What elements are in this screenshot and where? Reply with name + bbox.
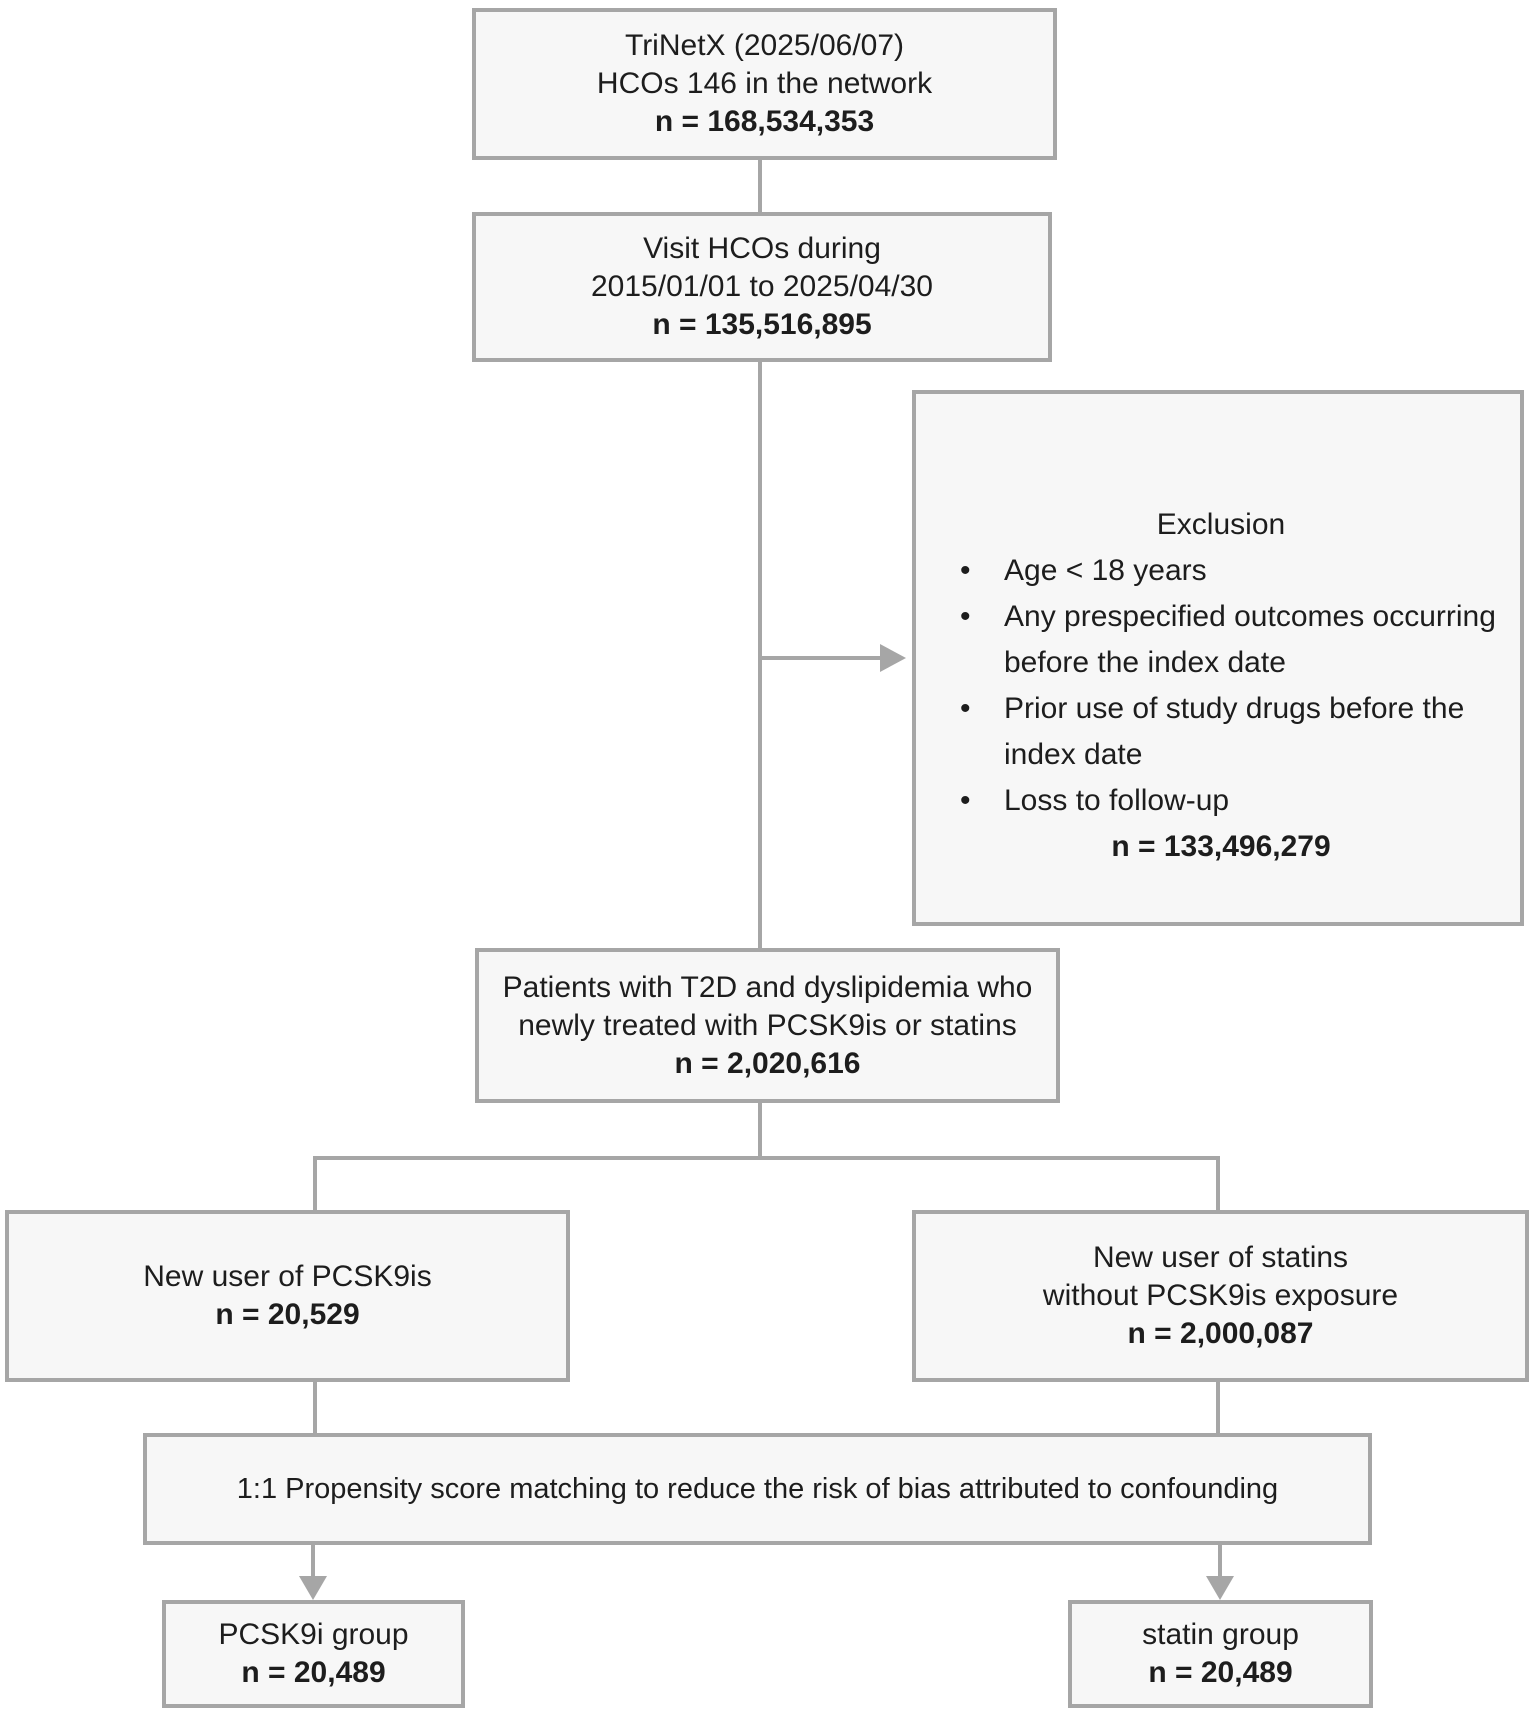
exclusion-title: Exclusion [1156,508,1286,541]
exclusion-item: Loss to follow-up [952,778,1506,824]
n-value: n = 2,000,087 [1127,1317,1314,1350]
box-line: 2015/01/01 to 2025/04/30 [591,270,933,303]
psm-box: 1:1 Propensity score matching to reduce … [143,1433,1372,1545]
box-line: Patients with T2D and dyslipidemia who [502,970,1033,1004]
statin-new-user-box: New user of statins without PCSK9is expo… [912,1210,1529,1382]
connector-statin-psm [1216,1382,1220,1433]
box-line: TriNetX (2025/06/07) [624,29,905,62]
connector-exclusion-stem [758,656,882,660]
n-value: n = 168,534,353 [654,105,875,138]
n-value: n = 2,020,616 [674,1046,861,1080]
box-line: newly treated with PCSK9is or statins [518,1008,1017,1042]
n-value: n = 20,489 [241,1656,386,1689]
t2d-box: Patients with T2D and dyslipidemia who n… [475,948,1060,1103]
pcsk9-group-box: PCSK9i group n = 20,489 [162,1600,465,1708]
box-line: 1:1 Propensity score matching to reduce … [236,1473,1279,1505]
connector-psm-statingroup [1218,1545,1222,1578]
exclusion-item: Age < 18 years [952,548,1506,594]
statin-group-box: statin group n = 20,489 [1068,1600,1373,1708]
connector-trinetx-visit [758,160,762,212]
arrowhead-pcsk9group-icon [299,1576,327,1600]
n-value: n = 20,489 [1148,1656,1293,1689]
connector-split-horizontal [313,1156,1220,1160]
exclusion-item: Prior use of study drugs before the inde… [952,686,1506,778]
box-line: HCOs 146 in the network [596,67,933,100]
connector-visit-t2d [758,362,762,948]
visit-box: Visit HCOs during 2015/01/01 to 2025/04/… [472,212,1052,362]
box-line: Visit HCOs during [643,232,881,265]
box-line: without PCSK9is exposure [1042,1279,1399,1312]
connector-pcsk9-psm [313,1382,317,1433]
n-value: n = 133,496,279 [1111,830,1331,863]
connector-split-right [1216,1156,1220,1210]
n-value: n = 135,516,895 [652,308,872,341]
arrowhead-exclusion-icon [880,644,906,672]
connector-split-left [313,1156,317,1210]
trinetx-box: TriNetX (2025/06/07) HCOs 146 in the net… [472,8,1057,160]
n-value: n = 20,529 [215,1298,360,1331]
pcsk9-new-user-box: New user of PCSK9is n = 20,529 [5,1210,570,1382]
box-line: PCSK9i group [218,1618,409,1651]
box-line: New user of PCSK9is [143,1260,432,1293]
arrowhead-statingroup-icon [1206,1576,1234,1600]
connector-t2d-split [758,1103,762,1158]
box-line: New user of statins [1092,1241,1349,1274]
box-line: statin group [1142,1618,1299,1651]
exclusion-list: Age < 18 years Any prespecified outcomes… [936,548,1506,824]
exclusion-box: Exclusion Age < 18 years Any prespecifie… [912,390,1524,926]
connector-psm-pcsk9group [311,1545,315,1578]
exclusion-item: Any prespecified outcomes occurring befo… [952,594,1506,686]
